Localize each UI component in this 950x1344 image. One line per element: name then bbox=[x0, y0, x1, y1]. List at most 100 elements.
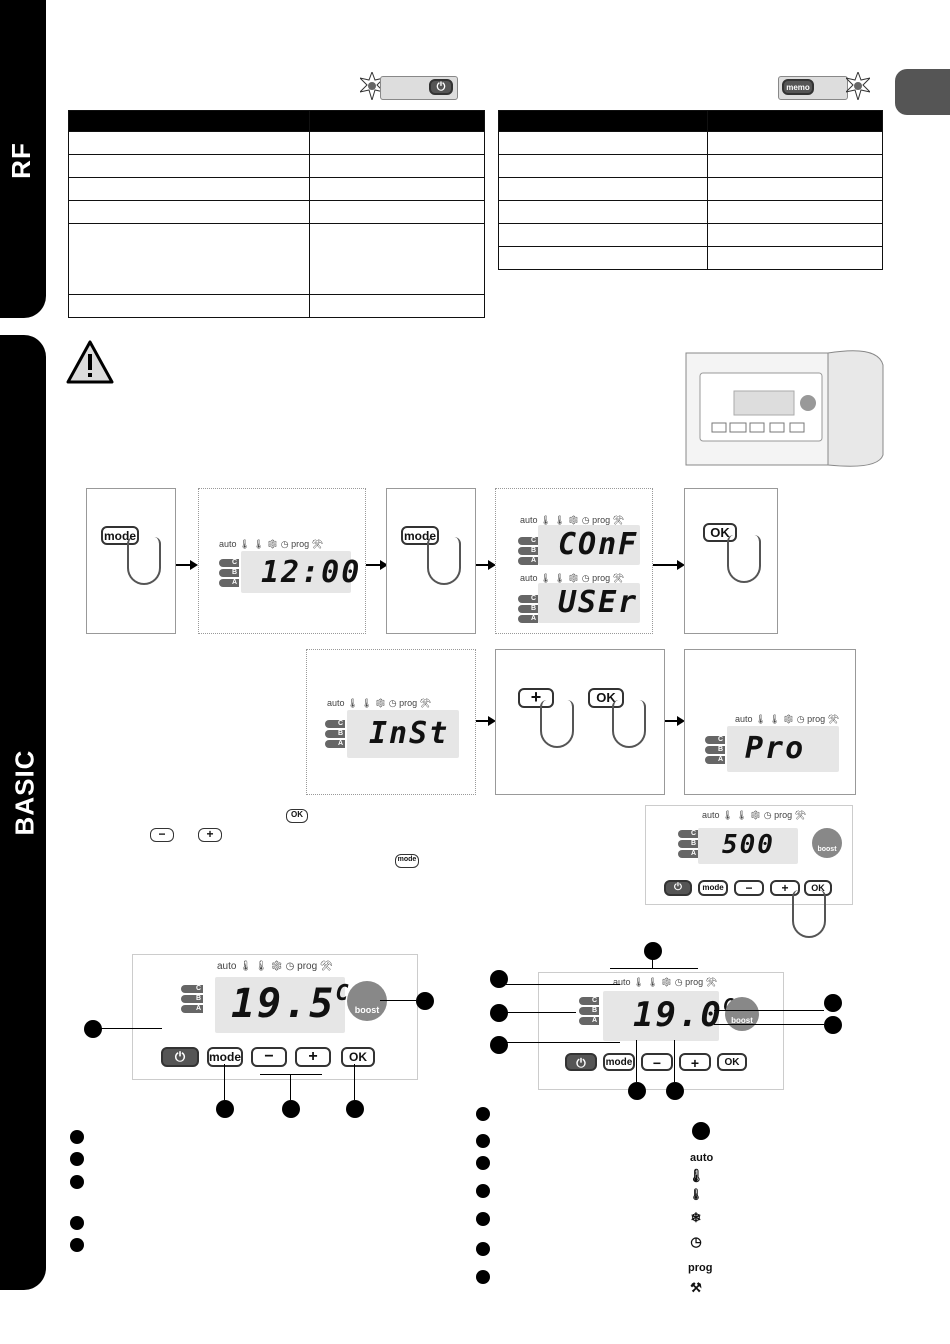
lcd-value: 12:00 bbox=[261, 555, 362, 590]
prog-icon: prog bbox=[688, 1262, 713, 1274]
callout-line bbox=[380, 1000, 416, 1001]
callout-line bbox=[290, 1074, 291, 1100]
legend-marker bbox=[476, 1184, 490, 1198]
ok-button[interactable]: OK bbox=[286, 809, 308, 823]
callout-line bbox=[714, 1010, 824, 1011]
lcd-screen: 500 bbox=[698, 828, 798, 864]
callout-line bbox=[506, 984, 620, 985]
side-tab-basic: BASIC bbox=[0, 335, 46, 1290]
hand-icon bbox=[127, 537, 161, 585]
legend-marker bbox=[476, 1134, 490, 1148]
callout-marker bbox=[346, 1100, 364, 1118]
legend-marker bbox=[476, 1212, 490, 1226]
lcd-screen: Pro bbox=[727, 726, 839, 772]
step-press-mode-again: mode bbox=[386, 488, 476, 634]
arrow-icon bbox=[476, 716, 496, 726]
legend-marker bbox=[70, 1238, 84, 1252]
legend-marker bbox=[476, 1156, 490, 1170]
settings-table-left bbox=[68, 110, 485, 318]
control-panel-right: auto 🌡 🌡 ❄ ◷ prog ⚒ CBA 19.0C boost ⏻ mo… bbox=[538, 972, 784, 1090]
callout-line bbox=[354, 1064, 355, 1100]
lcd-value: USEr bbox=[558, 585, 639, 620]
step-press-ok: OK bbox=[684, 488, 778, 634]
callout-marker bbox=[282, 1100, 300, 1118]
lcd-value: Pro bbox=[745, 731, 806, 766]
lcd-icons-row: auto 🌡 🌡 ❄ ◷ prog ⚒ bbox=[219, 539, 324, 549]
callout-marker bbox=[416, 992, 434, 1010]
memo-button-strip: memo bbox=[778, 76, 848, 100]
legend-marker bbox=[692, 1122, 710, 1140]
lcd-icons-row: auto 🌡 🌡 ❄ ◷ prog ⚒ bbox=[735, 714, 840, 724]
memo-button[interactable]: memo bbox=[782, 79, 814, 95]
callout-marker bbox=[824, 994, 842, 1012]
lcd-icons-row: auto 🌡 🌡 ❄ ◷ prog ⚒ bbox=[217, 961, 333, 972]
callout-line bbox=[506, 1012, 576, 1013]
lcd-temperature: 19.0C bbox=[633, 995, 734, 1035]
callout-marker bbox=[644, 942, 662, 960]
arrow-icon bbox=[653, 560, 685, 570]
plus-button[interactable]: + bbox=[679, 1053, 711, 1071]
arrow-icon bbox=[366, 560, 388, 570]
callout-marker bbox=[490, 1004, 508, 1022]
power-button[interactable]: ⏻ bbox=[161, 1047, 199, 1067]
settings-table-right bbox=[498, 110, 883, 270]
minus-button[interactable]: − bbox=[251, 1047, 287, 1067]
callout-line bbox=[652, 958, 653, 968]
power-button[interactable]: ⏻ bbox=[664, 880, 692, 896]
minus-button[interactable]: − bbox=[734, 880, 764, 896]
ok-button[interactable]: OK bbox=[717, 1053, 747, 1071]
minus-button[interactable]: − bbox=[150, 828, 174, 842]
arrow-icon bbox=[176, 560, 198, 570]
side-tab-basic-label: BASIC bbox=[9, 749, 40, 836]
plus-button[interactable]: + bbox=[770, 880, 800, 896]
power-button[interactable]: ⏻ bbox=[429, 79, 453, 95]
lcd-screen: USEr bbox=[538, 583, 640, 623]
lcd-icons-row: auto 🌡 🌡 ❄ ◷ prog ⚒ bbox=[327, 698, 432, 708]
lcd-icons-row: auto 🌡 🌡 ❄ ◷ prog ⚒ bbox=[613, 977, 718, 987]
boost-button[interactable]: boost bbox=[347, 981, 387, 1021]
hand-icon bbox=[727, 535, 761, 583]
mode-button[interactable]: mode bbox=[207, 1047, 243, 1067]
hand-icon bbox=[612, 700, 646, 748]
lcd-screen: COnF bbox=[538, 525, 640, 565]
mode-button[interactable]: mode bbox=[698, 880, 728, 896]
thermometer-eco-icon: 🌡 bbox=[689, 1189, 703, 1201]
power-button[interactable]: ⏻ bbox=[565, 1053, 597, 1071]
step-press-plus-ok: + OK bbox=[495, 649, 665, 795]
lcd-value: InSt bbox=[369, 716, 450, 751]
legend-marker bbox=[70, 1175, 84, 1189]
callout-marker bbox=[490, 1036, 508, 1054]
boost-button[interactable]: boost bbox=[812, 828, 842, 858]
flash-icon bbox=[844, 70, 872, 102]
hand-icon bbox=[427, 537, 461, 585]
warning-icon bbox=[66, 340, 114, 384]
ok-button[interactable]: OK bbox=[341, 1047, 375, 1067]
legend-marker bbox=[70, 1152, 84, 1166]
page-edge-tab bbox=[895, 69, 950, 115]
callout-marker bbox=[824, 1016, 842, 1034]
device-illustration bbox=[678, 345, 886, 470]
lcd-icons-row: auto 🌡 🌡 ❄ ◷ prog ⚒ bbox=[702, 810, 807, 820]
ok-button[interactable]: OK bbox=[703, 523, 737, 542]
legend-marker bbox=[70, 1216, 84, 1230]
lcd-temperature: 19.5C bbox=[231, 981, 351, 1027]
boost-button[interactable]: boost bbox=[725, 997, 759, 1031]
plus-button[interactable]: + bbox=[198, 828, 222, 842]
minus-button[interactable]: − bbox=[641, 1053, 673, 1071]
plus-button[interactable]: + bbox=[295, 1047, 331, 1067]
callout-line bbox=[714, 1024, 824, 1025]
callout-line bbox=[674, 1040, 675, 1082]
mode-button[interactable]: mode bbox=[395, 854, 419, 868]
thermometer-comfort-icon: 🌡 bbox=[687, 1168, 705, 1183]
callout-line bbox=[506, 1042, 620, 1043]
mode-button[interactable]: mode bbox=[603, 1053, 635, 1071]
legend-marker bbox=[70, 1130, 84, 1144]
